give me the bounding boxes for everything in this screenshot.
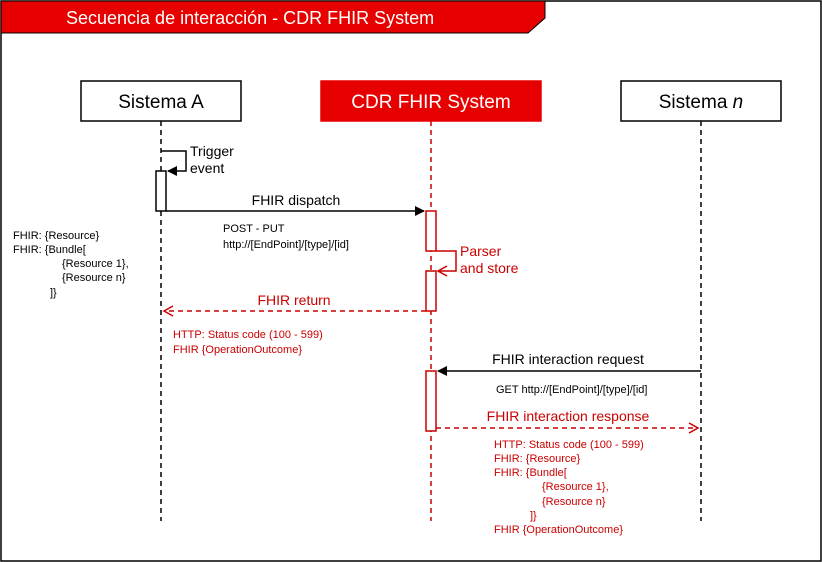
interaction-response-detail-1: HTTP: Status code (100 - 599): [494, 439, 644, 451]
left-payload-4: {Resource n}: [62, 272, 126, 284]
interaction-response-details: HTTP: Status code (100 - 599) FHIR: {Res…: [494, 439, 647, 536]
title-bar: [0, 0, 546, 34]
dispatch-label: FHIR dispatch: [252, 192, 341, 208]
left-payload-2: FHIR: {Bundle[: [13, 244, 86, 256]
interaction-response-detail-7: FHIR {OperationOutcome}: [494, 524, 623, 536]
interaction-response-label: FHIR interaction response: [487, 408, 650, 424]
activation-sistema-a: [155, 170, 167, 212]
participant-cdr-label: CDR FHIR System: [351, 92, 510, 113]
interaction-response-detail-2: FHIR: {Resource}: [494, 453, 581, 465]
left-payload-1: FHIR: {Resource}: [13, 230, 100, 242]
left-payload-note: FHIR: {Resource} FHIR: {Bundle[ {Resourc…: [13, 230, 132, 299]
activation-cdr-dispatch: [425, 210, 437, 252]
left-payload-5: ]}: [50, 287, 57, 299]
parser-self-arrow: [436, 250, 457, 277]
interaction-response-detail-3: FHIR: {Bundle[: [494, 467, 567, 479]
fhir-return-detail-1: HTTP: Status code (100 - 599): [173, 329, 323, 341]
interaction-request-detail: GET http://[EndPoint]/[type]/[id]: [496, 384, 647, 396]
participant-sistema-a-label: Sistema A: [118, 92, 204, 113]
trigger-line-1: Trigger: [190, 143, 234, 159]
activation-cdr-interaction: [425, 370, 437, 432]
interaction-response-detail-5: {Resource n}: [542, 496, 606, 508]
trigger-line-2: event: [190, 160, 224, 176]
diagram-title: Secuencia de interacción - CDR FHIR Syst…: [66, 8, 434, 28]
dispatch-detail-2: http://[EndPoint]/[type]/[id]: [223, 239, 349, 251]
trigger-note: Trigger event: [190, 143, 238, 176]
parser-note: Parser and store: [460, 243, 519, 276]
fhir-return-details: HTTP: Status code (100 - 599) FHIR {Oper…: [173, 329, 326, 356]
participant-sistema-n-box: [620, 80, 782, 122]
trigger-self-arrow: [161, 150, 187, 176]
activation-cdr-store: [425, 270, 437, 312]
fhir-return-label: FHIR return: [257, 292, 330, 308]
fhir-return-detail-2: FHIR {OperationOutcome}: [173, 344, 302, 356]
dispatch-details: POST - PUT http://[EndPoint]/[type]/[id]: [223, 223, 349, 251]
participant-sistema-n-var: n: [733, 92, 744, 113]
participant-sistema-n-prefix: Sistema: [659, 92, 733, 113]
parser-line-1: Parser: [460, 243, 502, 259]
interaction-response-detail-4: {Resource 1},: [542, 481, 609, 493]
participant-cdr-box: [320, 80, 542, 122]
interaction-request-label: FHIR interaction request: [492, 351, 644, 367]
dispatch-detail-1: POST - PUT: [223, 223, 285, 235]
interaction-response-detail-6: ]}: [530, 510, 537, 522]
left-payload-3: {Resource 1},: [62, 258, 129, 270]
parser-line-2: and store: [460, 260, 519, 276]
participant-sistema-n-label: Sistema n: [659, 92, 744, 113]
